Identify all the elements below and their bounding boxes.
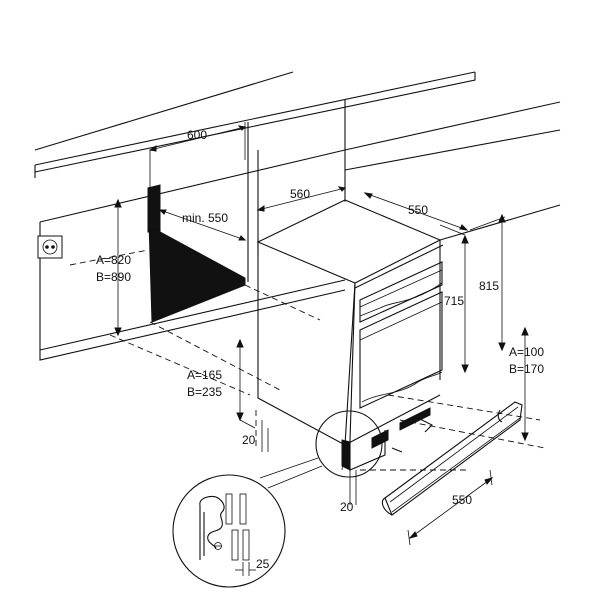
dimension-550-depth: 550 <box>344 188 469 236</box>
label-715: 715 <box>444 294 464 308</box>
refrigerator <box>256 199 444 471</box>
dimension-550-plinth: 550 <box>407 469 494 546</box>
label-b-890: B=890 <box>96 270 131 284</box>
niche-recess <box>147 184 246 323</box>
dimension-niche-height: A=820 B=890 <box>69 198 149 337</box>
label-815: 815 <box>479 279 499 293</box>
label-b-170: B=170 <box>509 362 544 376</box>
label-560: 560 <box>290 187 310 201</box>
power-socket-icon <box>37 235 63 259</box>
worktop <box>34 71 476 178</box>
label-b-235: B=235 <box>187 385 222 399</box>
detail-view: 25 <box>172 474 286 588</box>
plinth-panel <box>381 401 523 516</box>
label-20-side: 20 <box>242 433 256 447</box>
dimension-560: 560 <box>256 186 347 212</box>
label-550-plinth: 550 <box>452 493 472 507</box>
dimension-min-550: min. 550 <box>158 209 247 241</box>
dimension-20-bottom: 20 <box>340 470 357 514</box>
label-min-550: min. 550 <box>182 211 228 225</box>
label-a-165: A=165 <box>187 368 222 382</box>
detail-marker <box>259 410 383 489</box>
label-600: 600 <box>187 128 207 142</box>
dimension-600: 600 <box>148 122 247 190</box>
dimension-20-side: 20 <box>242 420 269 452</box>
label-550-depth: 550 <box>408 203 428 217</box>
label-20-bottom: 20 <box>340 500 354 514</box>
kitchen-cabinets <box>39 100 561 361</box>
label-a-100: A=100 <box>509 345 544 359</box>
label-a-820: A=820 <box>96 253 131 267</box>
dimension-vent-height: A=165 B=235 <box>187 338 256 429</box>
dimension-715: 715 <box>444 234 469 374</box>
dimension-plinth-height: A=100 B=170 <box>509 326 544 442</box>
dimension-815: 815 <box>469 213 506 352</box>
label-25: 25 <box>256 557 270 571</box>
